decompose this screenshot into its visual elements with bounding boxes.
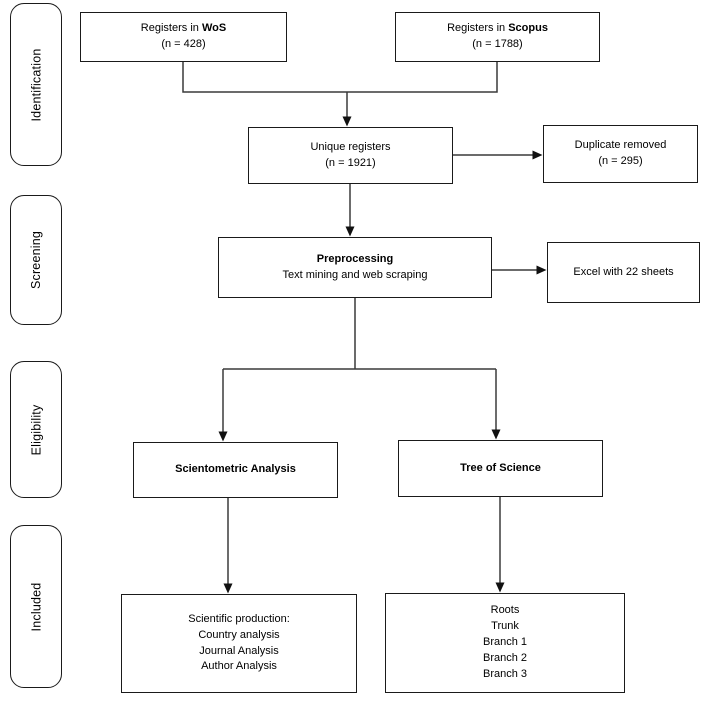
connector-sources-merge — [182, 62, 498, 93]
stage-label-text: Eligibility — [29, 404, 44, 455]
box-count: (n = 1921) — [325, 156, 376, 169]
box-duplicate-removed: Duplicate removed (n = 295) — [543, 125, 698, 183]
box-title: Registers in WoS — [141, 21, 226, 37]
box-tree-outputs: Roots Trunk Branch 1 Branch 2 Branch 3 — [385, 593, 625, 693]
stage-label-text: Identification — [29, 48, 44, 121]
box-line: Author Analysis — [201, 660, 277, 673]
box-title: Excel with 22 sheets — [573, 265, 674, 278]
box-line: Branch 3 — [482, 667, 528, 680]
box-title-text: Registers in — [140, 22, 202, 35]
box-title: Duplicate removed — [574, 139, 667, 152]
box-subtitle: Text mining and web scraping — [282, 268, 428, 281]
box-title-bold: Scopus — [508, 22, 548, 35]
box-scientometric-analysis: Scientometric Analysis — [133, 442, 338, 498]
box-count: (n = 1788) — [472, 38, 523, 50]
stage-label-eligibility: Eligibility — [10, 361, 62, 498]
box-excel-sheets: Excel with 22 sheets — [547, 242, 700, 303]
box-title: Tree of Science — [460, 461, 541, 474]
box-line: Journal Analysis — [199, 644, 279, 657]
stage-label-identification: Identification — [10, 3, 62, 166]
stage-label-screening: Screening — [10, 195, 62, 325]
stage-label-text: Screening — [29, 230, 43, 290]
box-tree-of-science: Tree of Science — [398, 440, 603, 497]
box-line: Branch 2 — [482, 651, 528, 664]
box-line: Roots — [490, 604, 520, 617]
connector-preprocessing-split — [223, 298, 496, 370]
box-scientific-production: Scientific production: Country analysis … — [121, 594, 357, 693]
box-line: Trunk — [491, 620, 519, 633]
box-preprocessing: Preprocessing Text mining and web scrapi… — [218, 237, 492, 298]
box-unique-registers: Unique registers (n = 1921) — [248, 127, 453, 184]
box-count: (n = 428) — [161, 38, 206, 50]
box-title: Preprocessing — [316, 252, 394, 265]
box-title-bold: WoS — [201, 22, 227, 35]
box-registers-scopus: Registers in Scopus (n = 1788) — [395, 12, 600, 62]
box-count: (n = 295) — [598, 155, 643, 167]
stage-label-included: Included — [10, 525, 62, 688]
box-line: Branch 1 — [482, 636, 528, 649]
stage-label-text: Included — [29, 582, 43, 631]
box-line: Country analysis — [198, 628, 280, 641]
box-title-text: Registers in — [447, 22, 509, 35]
box-line: Scientific production: — [188, 612, 290, 625]
box-title: Registers in Scopus — [447, 21, 548, 37]
box-title: Scientometric Analysis — [175, 463, 296, 476]
box-registers-wos: Registers in WoS (n = 428) — [80, 12, 287, 62]
box-title: Unique registers — [310, 140, 391, 153]
